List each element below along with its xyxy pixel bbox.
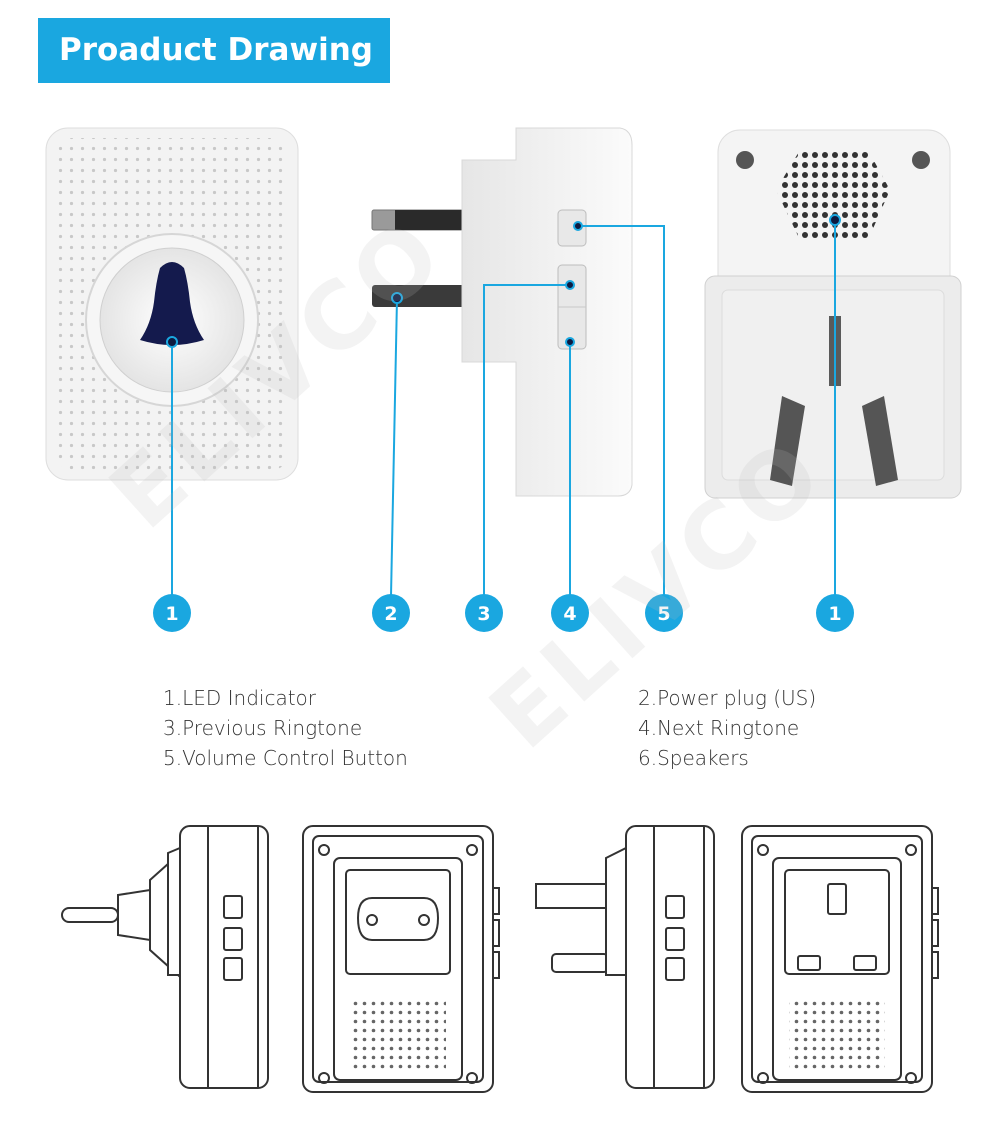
- legend-item: 4.Next Ringtone: [638, 716, 800, 740]
- receiver-front: [45, 127, 299, 481]
- uk-back-drawing: [741, 825, 939, 1093]
- markers: 1 2 3 4 5 1: [153, 594, 854, 632]
- marker-circle: [153, 594, 191, 632]
- marker-label: 4: [563, 603, 576, 625]
- marker-circle: [645, 594, 683, 632]
- eu-back-drawing: [302, 825, 500, 1093]
- legend-item: 5.Volume Control Button: [163, 746, 408, 770]
- callout-dots: [166, 214, 841, 348]
- marker-circle: [465, 594, 503, 632]
- eu-side-drawing: [61, 825, 269, 1089]
- marker-circle: [372, 594, 410, 632]
- marker-label: 3: [477, 603, 490, 625]
- callout-lines: [171, 220, 836, 597]
- legend-right: 2.Power plug (US) 4.Next Ringtone 6.Spea…: [638, 683, 816, 773]
- legend-item: 6.Speakers: [638, 746, 749, 770]
- marker-label: 2: [384, 603, 397, 625]
- legend-left: 1.LED Indicator 3.Previous Ringtone 5.Vo…: [163, 683, 408, 773]
- bell-icon: [140, 262, 204, 345]
- page-title: Proaduct Drawing: [38, 18, 390, 83]
- legend-item: 1.LED Indicator: [163, 686, 316, 710]
- marker-label: 5: [657, 603, 670, 625]
- receiver-back: [704, 129, 962, 499]
- marker-label: 1: [828, 603, 841, 625]
- marker-circle: [551, 594, 589, 632]
- marker-circle: [816, 594, 854, 632]
- legend-item: 2.Power plug (US): [638, 686, 817, 710]
- marker-label: 1: [165, 603, 178, 625]
- receiver-side: [371, 127, 633, 497]
- legend-item: 3.Previous Ringtone: [163, 716, 363, 740]
- uk-side-drawing: [535, 825, 715, 1089]
